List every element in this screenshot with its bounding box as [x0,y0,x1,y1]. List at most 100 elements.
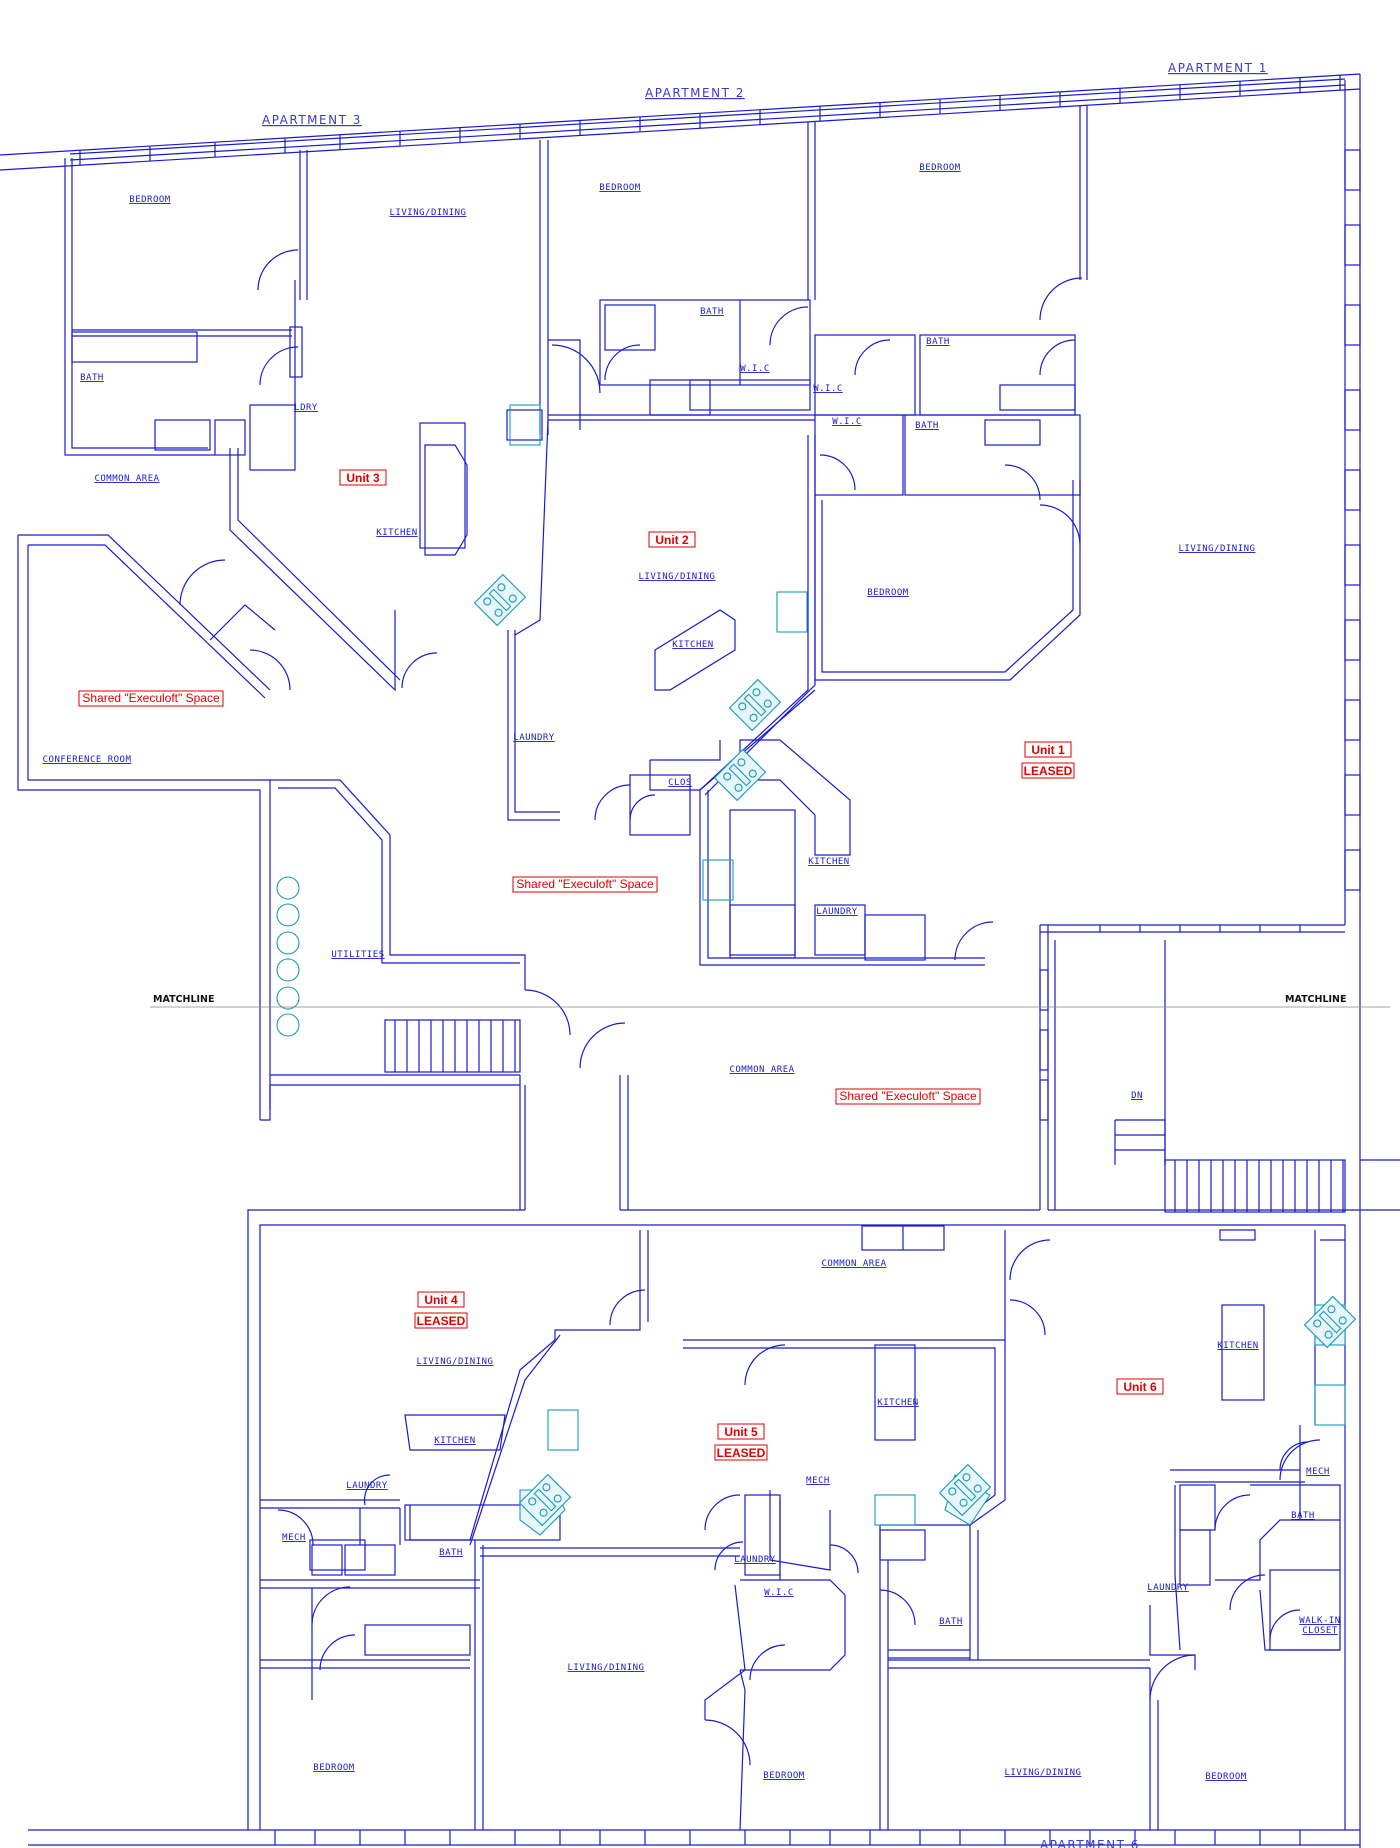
room-label-bedroom-a3: BEDROOM [129,195,171,205]
stove [473,573,527,627]
room-label-bedroom-u5: BEDROOM [763,1771,805,1781]
unit-3-name: Unit 3 [346,471,380,485]
unit-5-walls [480,1339,1150,1831]
unit-1-name: Unit 1 [1031,743,1065,757]
room-label-living-u4: LIVING/DINING [417,1357,494,1367]
apartment-3-walls [64,150,468,692]
utility-tank [276,903,300,927]
central-walls [579,925,1400,1213]
window [1344,224,1361,266]
conference-walls [17,534,571,1210]
matchline-label-west: MATCHLINE [153,994,215,1005]
room-label-bath-a2: BATH [700,307,724,317]
room-label-bath-a1a: BATH [926,337,950,347]
stove [713,748,767,802]
room-label-mech-u5: MECH [806,1476,830,1486]
window [1039,969,1049,1011]
room-label-kitchen-u4: KITCHEN [434,1436,475,1446]
window [1344,304,1361,346]
room-label-living-u6: LIVING/DINING [1005,1768,1082,1778]
apartment-1-walls [699,105,1345,966]
shared-space-text: Shared "Execuloft" Space [839,1089,977,1103]
shared-space-text: Shared "Execuloft" Space [82,691,220,705]
window [1344,469,1361,511]
unit-6-walls [1004,1229,1346,1830]
east-wall [1039,74,1361,1848]
room-label-bath-u6: BATH [1291,1511,1315,1521]
room-label-conference: CONFERENCE ROOM [43,755,132,765]
room-label-wic-a1a: W.I.C [813,384,843,394]
room-label-bath-u5: BATH [939,1617,963,1627]
shared-space-label: Shared "Execuloft" Space [835,1088,981,1105]
stair-west [384,1019,521,1073]
room-label-laundry-u1: LAUNDRY [816,907,858,917]
room-label-kitchen-u2: KITCHEN [672,640,713,650]
unit-5-status: LEASED [717,1446,766,1460]
stove [728,678,782,732]
unit-2-label: Unit 2 [648,531,696,548]
unit-6-name: Unit 6 [1123,1380,1157,1394]
room-label-kitchen-u5: KITCHEN [877,1398,918,1408]
room-label-laundry-u4: LAUNDRY [346,1481,388,1491]
matchline-labels: MATCHLINE MATCHLINE [153,994,1347,1005]
room-label-wic-a2: W.I.C [740,364,770,374]
unit-2-name: Unit 2 [655,533,689,547]
room-label-mech-u4: MECH [282,1533,306,1543]
room-label-living-a1: LIVING/DINING [1179,544,1256,554]
room-label-laundry-1: LAUNDRY [513,733,555,743]
stove [938,1463,992,1517]
room-label-utilities: UTILITIES [331,950,384,960]
window [1344,619,1361,661]
room-label-closet-u6: CLOSET [1302,1626,1338,1636]
room-label-living-u5: LIVING/DINING [568,1663,645,1673]
unit-5-label: Unit 5 LEASED [714,1423,768,1461]
utility-tank [276,876,300,900]
room-label-walkin-u6: WALK-IN [1299,1616,1340,1626]
room-label-kitchen-u3: KITCHEN [376,528,417,538]
unit-4-label: Unit 4 LEASED [414,1291,468,1329]
room-label-bedroom-a2: BEDROOM [599,183,641,193]
room-label-kitchen-u6: KITCHEN [1217,1341,1258,1351]
room-label-wic-u5: W.I.C [764,1588,794,1598]
room-label-clos-1: CLOS [668,778,692,788]
room-label-ldry-a3: LDRY [294,403,318,413]
south-wall [28,1829,1360,1846]
shared-space-text: Shared "Execuloft" Space [516,877,654,891]
unit-3-label: Unit 3 [339,469,387,486]
room-label-common-2: COMMON AREA [729,1065,794,1075]
room-label-laundry-u5: LAUNDRY [734,1555,776,1565]
unit-1-status: LEASED [1024,764,1073,778]
room-label-bath-a3: BATH [80,373,104,383]
utility-tank [276,1013,300,1037]
stove [518,1473,572,1527]
window [1344,849,1361,891]
window [1039,1079,1049,1121]
room-label-bedroom-u6: BEDROOM [1205,1772,1247,1782]
room-label-bath-a1b: BATH [915,421,939,431]
room-label-wic-a1b: W.I.C [832,417,862,427]
unit-1-label: Unit 1 LEASED [1021,741,1075,779]
room-labels: BEDROOM LIVING/DINING BATH LDRY COMMON AREA K… [43,163,1341,1782]
apartment-labels: APARTMENT 1 APARTMENT 2 APARTMENT 3 APAR… [262,61,1268,1848]
room-label-living-u2: LIVING/DINING [639,572,716,582]
window [1039,1029,1049,1071]
apartment-3-label: APARTMENT 3 [262,113,362,127]
room-label-bath-u4: BATH [439,1548,463,1558]
unit-4-status: LEASED [417,1314,466,1328]
fridges [509,404,808,901]
unit-4-name: Unit 4 [424,1293,458,1307]
room-label-living-a3: LIVING/DINING [390,208,467,218]
unit-5-name: Unit 5 [724,1425,758,1439]
room-label-laundry-u6: LAUNDRY [1147,1583,1189,1593]
window [1344,544,1361,586]
room-label-bedroom-a1: BEDROOM [919,163,961,173]
utility-tank [276,958,300,982]
apartment-2-label: APARTMENT 2 [645,86,745,100]
room-label-mech-u6: MECH [1306,1467,1330,1477]
window [1344,389,1361,431]
kitchen-stoves [473,573,1357,1527]
north-wall [0,73,1361,171]
apartment-1-label: APARTMENT 1 [1168,61,1268,75]
